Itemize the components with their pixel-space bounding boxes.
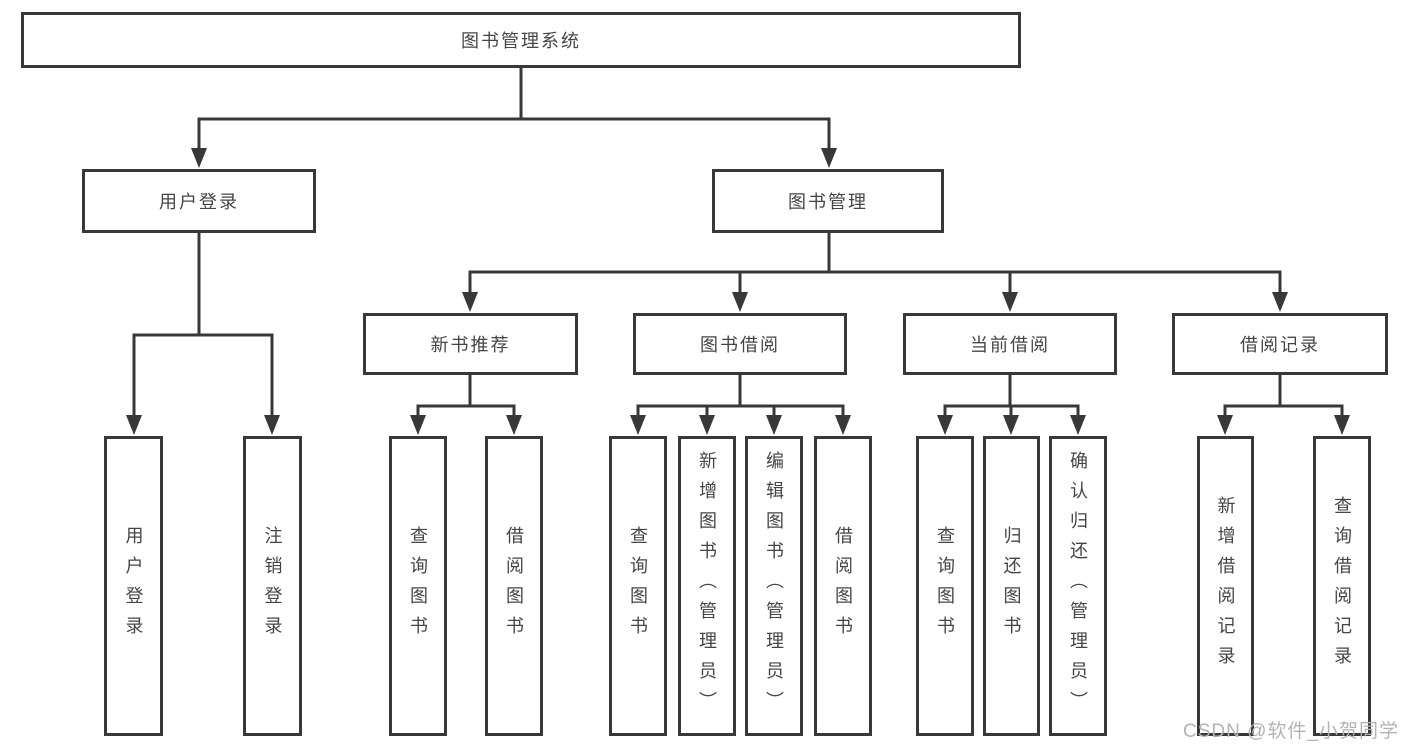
leaf-add-borrow-record: 新增借阅记录 <box>1197 436 1254 736</box>
connector-root-to-level2 <box>191 68 837 168</box>
leaf-return-books: 归还图书 <box>983 436 1040 736</box>
leaf-query-borrow-record: 查询借阅记录 <box>1313 436 1371 736</box>
connector-newbooks-to-leaves <box>410 375 522 435</box>
leaf-query-books-borrowing: 查询图书 <box>609 436 667 736</box>
csdn-watermark: CSDN @软件_小贺同学 <box>1183 721 1399 742</box>
leaf-logout: 注销登录 <box>243 436 302 736</box>
leaf-query-books-recommend: 查询图书 <box>389 436 447 736</box>
root-node-library-system: 图书管理系统 <box>21 12 1021 68</box>
connector-borrowing-to-leaves <box>630 375 851 435</box>
node-book-borrowing: 图书借阅 <box>633 313 847 375</box>
connector-userlogin-to-leaves <box>126 233 280 435</box>
node-book-management: 图书管理 <box>712 169 944 233</box>
connector-records-to-leaves <box>1217 375 1350 435</box>
leaf-borrow-books-recommend: 借阅图书 <box>485 436 543 736</box>
leaf-user-login: 用户登录 <box>104 436 163 736</box>
leaf-query-books-current: 查询图书 <box>916 436 974 736</box>
leaf-add-books-admin: 新增图书（管理员） <box>678 436 736 736</box>
leaf-borrow-books: 借阅图书 <box>814 436 872 736</box>
connector-current-to-leaves <box>937 375 1086 435</box>
node-user-login: 用户登录 <box>82 169 316 233</box>
node-new-book-recommend: 新书推荐 <box>363 313 578 375</box>
leaf-confirm-return-admin: 确认归还（管理员） <box>1049 436 1107 736</box>
leaf-edit-books-admin: 编辑图书（管理员） <box>745 436 803 736</box>
node-current-borrowing: 当前借阅 <box>903 313 1117 375</box>
node-borrowing-records: 借阅记录 <box>1172 313 1388 375</box>
connector-bookmgmt-to-level3 <box>462 233 1288 312</box>
